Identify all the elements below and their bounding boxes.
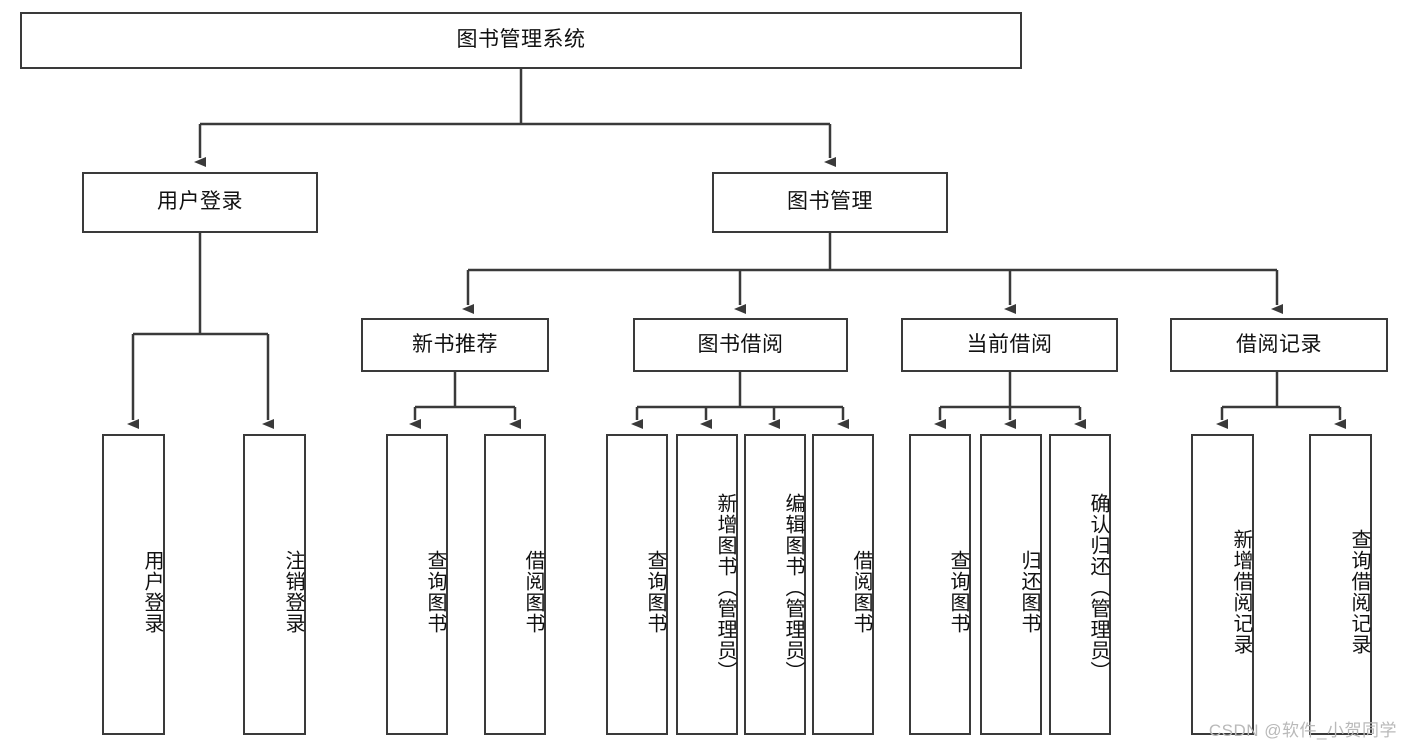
leaf-query-books-current[interactable]: 查询图书 xyxy=(909,434,971,735)
leaf-borrow-books[interactable]: 借阅图书 xyxy=(812,434,874,735)
node-new-book-recommend[interactable]: 新书推荐 xyxy=(361,318,549,372)
leaf-confirm-return-admin[interactable]: 确认归还（管理员） xyxy=(1049,434,1111,735)
leaf-add-borrow-record[interactable]: 新增借阅记录 xyxy=(1191,434,1254,735)
node-borrow-record[interactable]: 借阅记录 xyxy=(1170,318,1388,372)
leaf-query-books-borrow[interactable]: 查询图书 xyxy=(606,434,668,735)
leaf-user-login[interactable]: 用户登录 xyxy=(102,434,165,735)
leaf-logout[interactable]: 注销登录 xyxy=(243,434,306,735)
leaf-add-book-admin[interactable]: 新增图书（管理员） xyxy=(676,434,738,735)
leaf-query-books-recommend[interactable]: 查询图书 xyxy=(386,434,448,735)
csdn-watermark: CSDN @软件_小贺同学 xyxy=(1208,721,1397,740)
node-book-management[interactable]: 图书管理 xyxy=(712,172,948,233)
node-root-system[interactable]: 图书管理系统 xyxy=(20,12,1022,69)
node-user-login[interactable]: 用户登录 xyxy=(82,172,318,233)
node-current-borrow[interactable]: 当前借阅 xyxy=(901,318,1118,372)
node-book-borrow[interactable]: 图书借阅 xyxy=(633,318,848,372)
leaf-edit-book-admin[interactable]: 编辑图书（管理员） xyxy=(744,434,806,735)
leaf-return-books[interactable]: 归还图书 xyxy=(980,434,1042,735)
leaf-borrow-books-recommend[interactable]: 借阅图书 xyxy=(484,434,546,735)
leaf-query-borrow-record[interactable]: 查询借阅记录 xyxy=(1309,434,1372,735)
